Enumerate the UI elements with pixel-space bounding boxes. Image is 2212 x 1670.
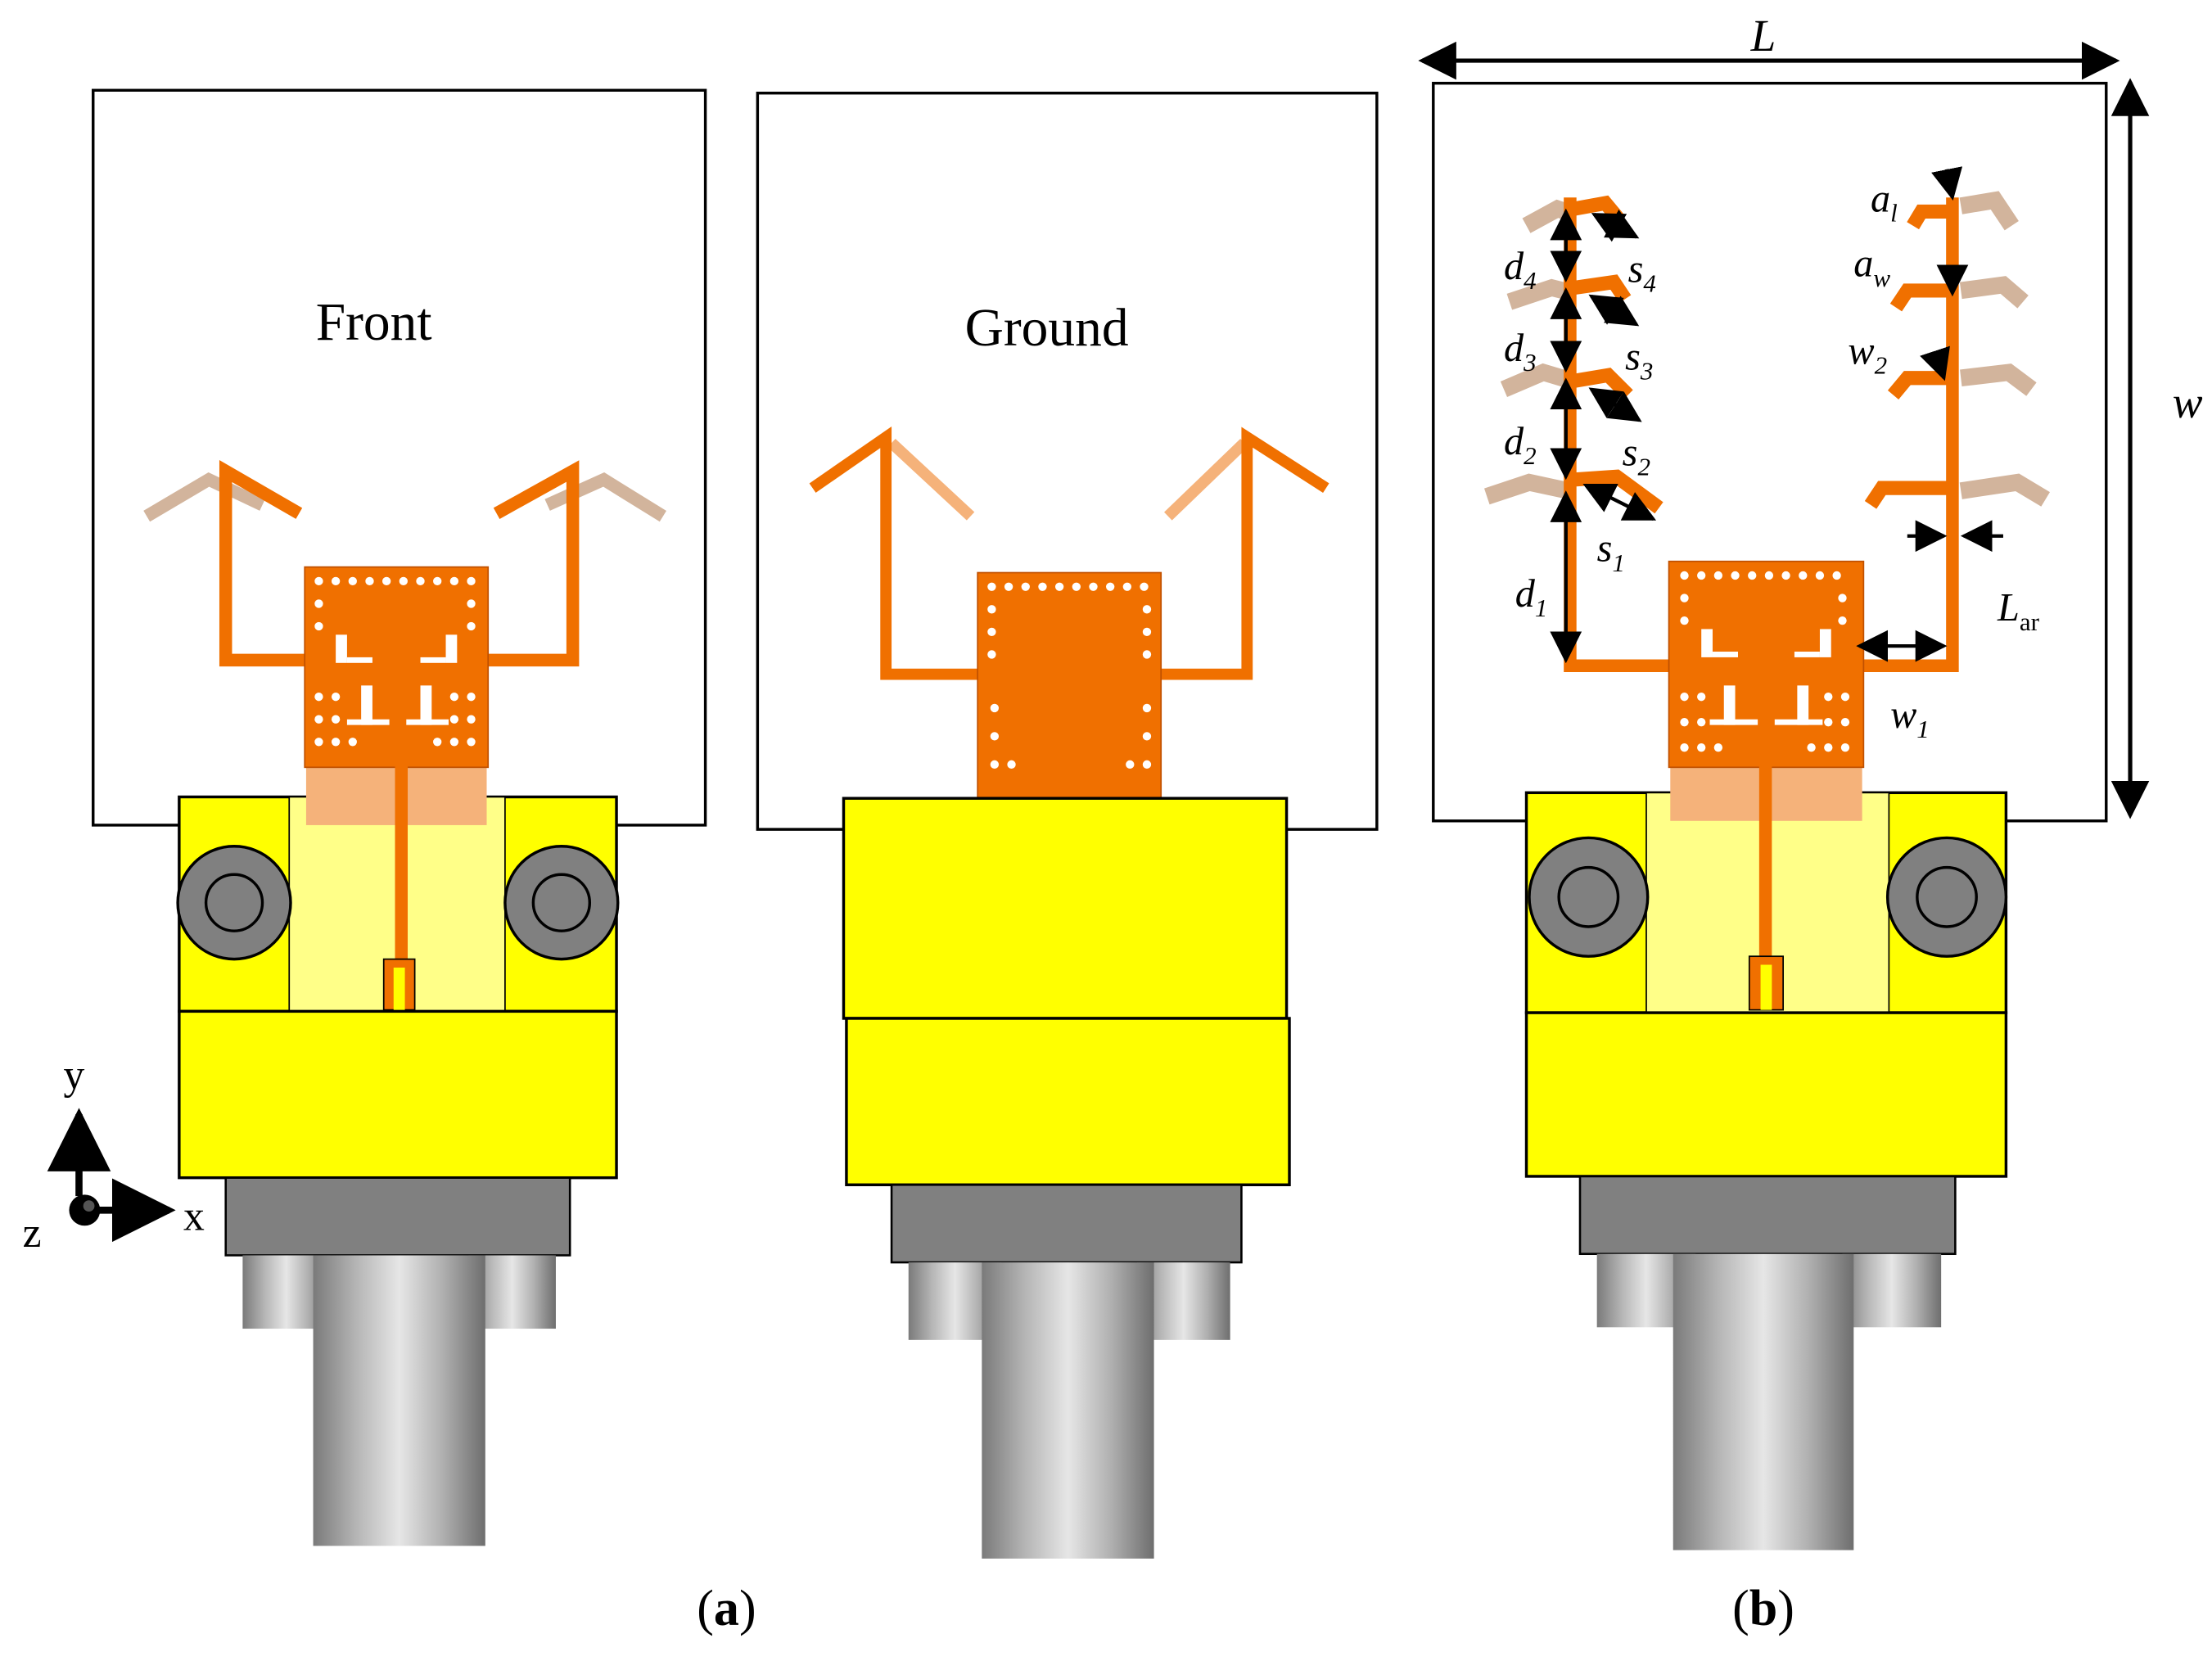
caption-a: (a) — [697, 1581, 756, 1636]
b-back-branches-right — [1959, 191, 2050, 507]
ground-vias — [987, 582, 1152, 770]
label-s1: s1 — [1597, 527, 1625, 577]
front-feed-pin-core — [393, 967, 405, 1010]
label-s3: s3 — [1625, 335, 1653, 385]
label-d4: d4 — [1504, 245, 1537, 295]
label-d2: d2 — [1504, 420, 1537, 470]
front-arm-right — [465, 460, 580, 667]
b-dimension-arrows — [1550, 166, 2003, 664]
b-pin-center — [1673, 1253, 1854, 1550]
ground-connector-bottom — [845, 1017, 1291, 1187]
label-aw: aw — [1853, 242, 1890, 292]
label-Lar: Lar — [1997, 586, 2040, 636]
front-screw-right-inner — [531, 873, 592, 932]
ground-pin-center — [982, 1262, 1154, 1559]
x-axis-label: x — [183, 1193, 205, 1239]
b-feed-line — [1758, 726, 1772, 967]
dimension-panel: L w — [1418, 11, 2203, 1550]
front-feed-patch — [304, 566, 490, 769]
front-feed-line — [395, 726, 409, 967]
ground-arm-right — [1159, 427, 1329, 680]
dim-L-label: L — [1750, 11, 1776, 61]
front-pin-center — [313, 1255, 485, 1546]
b-screw-left-inner — [1557, 865, 1620, 928]
z-axis-label: z — [23, 1210, 42, 1257]
caption-b: (b) — [1732, 1581, 1794, 1636]
b-feed-pin-core — [1760, 964, 1772, 1010]
b-screw-right-inner — [1916, 865, 1978, 928]
front-screw-left-inner — [204, 873, 264, 932]
b-pin-right — [1842, 1253, 1942, 1328]
ground-connector-top — [842, 797, 1289, 1020]
label-d3: d3 — [1504, 327, 1537, 377]
b-connector-bottom — [1524, 1011, 2008, 1178]
ground-back-arm-right — [1164, 439, 1248, 521]
ground-plane — [977, 571, 1162, 805]
label-d1: d1 — [1515, 572, 1548, 622]
front-panel: Front — [92, 88, 707, 1546]
b-arm-right — [1848, 197, 1959, 672]
ground-panel: Ground — [756, 91, 1379, 1559]
label-w1: w1 — [1890, 693, 1930, 743]
front-back-arm-left — [143, 472, 265, 522]
front-label: Front — [316, 293, 432, 352]
ground-back-arm-left — [887, 438, 975, 521]
label-a1: al — [1871, 177, 1898, 227]
ground-arm-left — [809, 426, 982, 680]
z-axis-dot — [69, 1194, 101, 1226]
b-dimension-labels: d4 d3 d2 d1 s4 s3 s2 s1 al aw w2 w1 Lar — [1504, 177, 2040, 743]
label-w2: w2 — [1848, 330, 1887, 380]
y-axis-label: y — [64, 1052, 85, 1099]
label-s2: s2 — [1623, 431, 1650, 481]
ground-base-plate — [890, 1184, 1243, 1264]
front-back-arm-right — [544, 472, 666, 522]
label-s4: s4 — [1628, 248, 1656, 298]
front-base-plate — [224, 1176, 571, 1257]
axis-triad: y x z — [23, 1052, 205, 1257]
b-base-plate — [1578, 1175, 1957, 1256]
dim-w-label: w — [2173, 377, 2203, 427]
front-connector-bottom — [178, 1009, 618, 1180]
front-arm-left — [219, 460, 325, 667]
ground-label: Ground — [965, 299, 1129, 358]
